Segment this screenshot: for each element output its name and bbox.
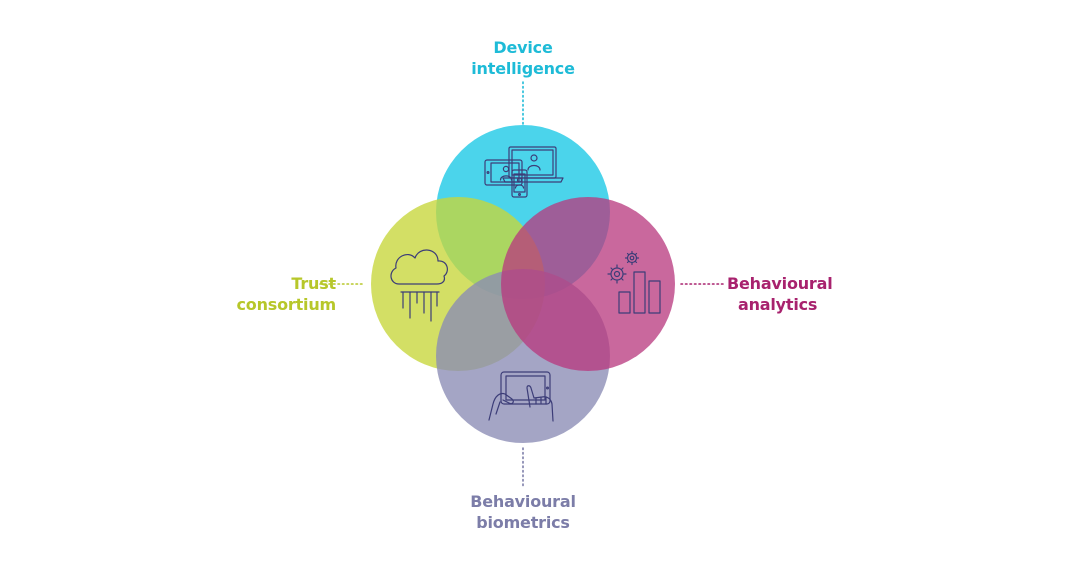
label-trust-consortium: Trust consortium — [236, 273, 337, 315]
label-behavioural-analytics-line-2: analytics — [738, 295, 818, 314]
label-behavioural-analytics-line-1: Behavioural — [727, 274, 833, 293]
label-device-intelligence: Device intelligence — [471, 37, 575, 79]
label-trust-consortium-line-2: consortium — [236, 295, 337, 314]
label-trust-consortium-line-1: Trust — [291, 274, 336, 293]
circle-behavioural-analytics — [501, 197, 675, 371]
tablet-hands-icon — [488, 371, 554, 422]
devices-icon — [484, 146, 564, 198]
label-device-intelligence-line-1: Device — [493, 38, 553, 57]
label-behavioural-biometrics-line-2: biometrics — [476, 513, 570, 532]
label-behavioural-biometrics: Behavioural biometrics — [470, 491, 576, 533]
cloud-data-icon — [390, 249, 448, 322]
analytics-gears-chart-icon — [607, 250, 661, 314]
label-behavioural-biometrics-line-1: Behavioural — [470, 492, 576, 511]
label-behavioural-analytics: Behavioural analytics — [727, 273, 833, 315]
label-device-intelligence-line-2: intelligence — [471, 59, 575, 78]
